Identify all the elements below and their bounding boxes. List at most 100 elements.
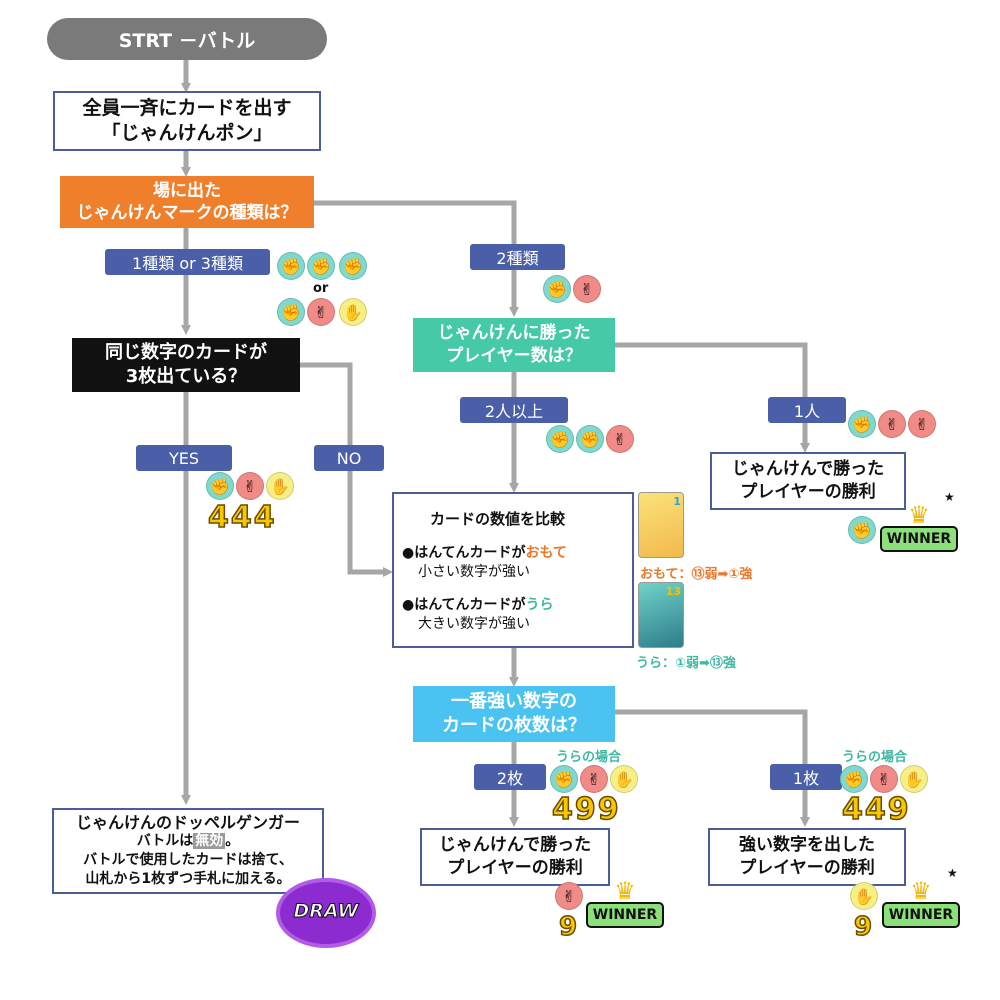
- rock-icon: ✊: [550, 765, 578, 793]
- rock-glyph: ✊: [311, 256, 331, 276]
- winners-count-line2: プレイヤー数は？: [446, 346, 582, 366]
- ura-card-image: 13: [638, 582, 684, 648]
- ura-case-label: うらの場合: [556, 750, 622, 765]
- rock-icon: ✊: [848, 516, 876, 544]
- winner-number: 9: [558, 911, 580, 943]
- draw-label: DRAW: [293, 900, 359, 923]
- strongest-count-question: 一番強い数字の カードの枚数は？: [413, 686, 615, 742]
- crown-icon: ♛: [614, 877, 636, 905]
- one-person-label: 1人: [793, 402, 821, 421]
- strongest-count-line1: 一番強い数字の: [451, 691, 577, 712]
- compare-bullet1-pre: ●はんてんカードが: [402, 545, 526, 561]
- start-node: STRT －バトル: [47, 18, 327, 60]
- mark-kinds-question: 場に出た じゃんけんマークの種類は？: [60, 176, 314, 228]
- compare-title: カードの数値を比較: [430, 510, 566, 528]
- scissors-glyph: ✌: [314, 302, 328, 322]
- rock-glyph: ✊: [844, 769, 864, 789]
- rock-glyph: ✊: [580, 429, 600, 449]
- scissors-glyph: ✌: [562, 886, 576, 906]
- rock-glyph: ✊: [550, 429, 570, 449]
- rock-icon: ✊: [277, 252, 305, 280]
- scissors-glyph: ✌: [580, 279, 594, 299]
- draw-burst-shape: [280, 882, 372, 944]
- compare-bullet1-sub: 小さい数字が強い: [418, 564, 530, 580]
- ura-strength-note: うら：①弱➡⑬強: [636, 656, 736, 671]
- compare-bullet2-pre: ●はんてんカードが: [402, 597, 526, 613]
- scissors-icon: ✌: [236, 472, 264, 500]
- mark-kinds-line1: 場に出た: [153, 181, 221, 201]
- rock-icon: ✊: [576, 425, 604, 453]
- ura-card-number: 13: [665, 585, 681, 598]
- branch-2-label: 2種類: [496, 249, 539, 268]
- scissors-glyph: ✌: [915, 414, 929, 434]
- two-or-more-branch: 2人以上: [460, 397, 568, 423]
- paper-glyph: ✋: [904, 769, 924, 789]
- compare-bullet-ura: ●はんてんカードがうら 大きい数字が強い: [402, 596, 554, 634]
- two-cards-numbers: 499: [551, 792, 621, 827]
- no-label: NO: [336, 448, 362, 468]
- rock-icon: ✊: [543, 275, 571, 303]
- scissors-glyph: ✌: [885, 414, 899, 434]
- rock-glyph: ✊: [852, 520, 872, 540]
- paper-icon: ✋: [266, 472, 294, 500]
- yes-card-numbers: 444: [207, 500, 277, 535]
- scissors-glyph: ✌: [587, 769, 601, 789]
- rock-icon: ✊: [339, 252, 367, 280]
- scissors-icon: ✌: [307, 298, 335, 326]
- rock-icon: ✊: [277, 298, 305, 326]
- winners-count-question: じゃんけんに勝った プレイヤー数は？: [413, 318, 615, 372]
- rock-icon: ✊: [848, 410, 876, 438]
- one-card-label: 1枚: [792, 769, 820, 788]
- scissors-icon: ✌: [580, 765, 608, 793]
- winner-number: 9: [853, 911, 875, 943]
- paper-icon: ✋: [610, 765, 638, 793]
- start-label: STRT －バトル: [118, 29, 256, 52]
- strong-number-result: 強い数字を出した プレイヤーの勝利: [708, 828, 906, 886]
- winner-badge: ♛ WINNER: [882, 877, 960, 930]
- janken-winner2-line1: じゃんけんで勝った: [438, 835, 592, 855]
- strong-number-line2: プレイヤーの勝利: [739, 858, 875, 878]
- doppel-line4: 山札から1枚ずつ手札に加える。: [85, 871, 291, 887]
- branch-1or3-label: 1種類 or 3種類: [132, 254, 243, 273]
- crown-icon: ♛: [910, 877, 932, 905]
- same-number-line2: 3枚出ている？: [125, 366, 247, 387]
- compare-values-node: [392, 492, 634, 648]
- yes-label: YES: [168, 448, 200, 468]
- janken-winner-line2: プレイヤーの勝利: [740, 482, 876, 502]
- scissors-icon: ✌: [908, 410, 936, 438]
- rock-glyph: ✊: [343, 256, 363, 276]
- rock-icon: ✊: [546, 425, 574, 453]
- paper-glyph: ✋: [614, 769, 634, 789]
- one-card-numbers: 449: [841, 792, 911, 827]
- doppel-line2-pre: バトルは: [136, 833, 194, 849]
- play-cards-node: 全員一斉にカードを出す 「じゃんけんポン」: [53, 91, 321, 151]
- paper-icon: ✋: [850, 882, 878, 910]
- rock-glyph: ✊: [547, 279, 567, 299]
- omote-strength-note: おもて：⑬弱➡①強: [640, 567, 753, 582]
- winner-label: WINNER: [882, 902, 960, 928]
- scissors-glyph: ✌: [243, 476, 257, 496]
- janken-winner-result: じゃんけんで勝った プレイヤーの勝利: [710, 452, 906, 510]
- same-number-question: 同じ数字のカードが 3枚出ている？: [72, 338, 300, 392]
- rock-icon: ✊: [307, 252, 335, 280]
- scissors-icon: ✌: [555, 882, 583, 910]
- janken-winner-line1: じゃんけんで勝った: [731, 459, 885, 479]
- play-cards-line2: 「じゃんけんポン」: [101, 122, 273, 144]
- rock-glyph: ✊: [281, 302, 301, 322]
- rock-glyph: ✊: [281, 256, 301, 276]
- two-or-more-label: 2人以上: [484, 402, 544, 421]
- scissors-icon: ✌: [573, 275, 601, 303]
- doppelganger-result: じゃんけんのドッペルゲンガー バトルは無効。 バトルで使用したカードは捨て、 山…: [52, 808, 324, 894]
- doppel-title: じゃんけんのドッペルゲンガー: [75, 813, 300, 832]
- winner-label: WINNER: [586, 902, 664, 928]
- star-icon: ★: [944, 490, 955, 504]
- paper-icon: ✋: [339, 298, 367, 326]
- same-number-line1: 同じ数字のカードが: [105, 342, 267, 363]
- rock-icon: ✊: [840, 765, 868, 793]
- paper-icon: ✋: [900, 765, 928, 793]
- scissors-icon: ✌: [878, 410, 906, 438]
- omote-keyword: おもて: [525, 545, 567, 561]
- compare-bullet-omote: ●はんてんカードがおもて 小さい数字が強い: [402, 544, 567, 582]
- winner-badge: ♛ WINNER: [880, 503, 958, 554]
- rock-glyph: ✊: [210, 476, 230, 496]
